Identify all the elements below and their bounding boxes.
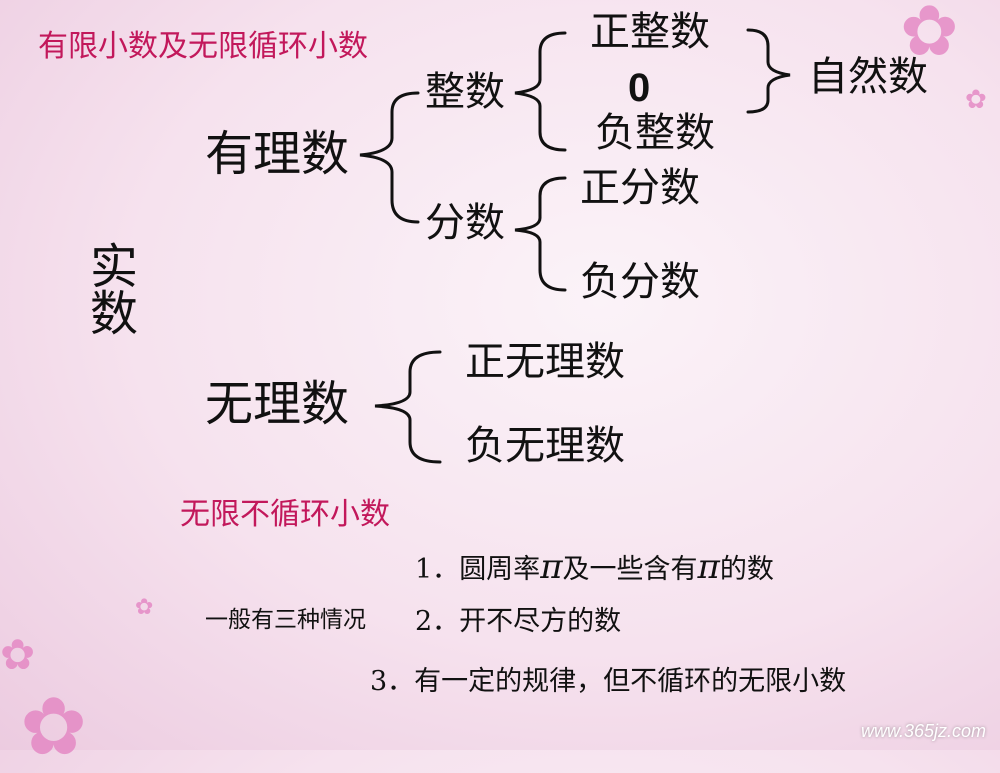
cases-intro: 一般有三种情况 [205, 607, 366, 633]
rational-brace [359, 91, 420, 224]
negative-integer-label: 负整数 [595, 110, 715, 156]
positive-fraction-label: 正分数 [580, 165, 700, 211]
integer-brace [514, 31, 567, 152]
real-number-label-1: 实 [90, 239, 139, 295]
heading-non-repeating-decimals: 无限不循环小数 [180, 497, 390, 532]
case-3: 3．有一定的规律，但不循环的无限小数 [370, 666, 847, 697]
real-number-label-2: 数 [90, 286, 139, 342]
natural-number-label: 自然数 [808, 54, 928, 100]
fraction-label: 分数 [425, 200, 505, 246]
case-1-number: 1． [415, 554, 460, 585]
bracket-lines [359, 28, 791, 464]
heading-finite-decimals: 有限小数及无限循环小数 [38, 29, 368, 64]
negative-fraction-label: 负分数 [580, 259, 700, 305]
zero-label: 0 [628, 66, 651, 110]
flower-decoration-left: ✿ [135, 595, 154, 620]
case-1: 1．圆周率π及一些含有π的数 [415, 550, 774, 584]
flower-decoration-top-right: ✿ [900, 0, 959, 72]
negative-irrational-label: 负无理数 [465, 423, 625, 469]
case-2: 2．开不尽方的数 [415, 606, 622, 637]
pi-symbol: π [540, 547, 563, 587]
fraction-brace [514, 176, 567, 292]
irrational-label: 无理数 [205, 376, 350, 432]
case-1-text-c: 的数 [719, 554, 774, 585]
natural-brace [746, 28, 791, 114]
flower-decoration-bottom-left: ✿ [0, 630, 36, 679]
irrational-brace [374, 350, 442, 464]
pi-symbol-2: π [697, 547, 720, 587]
watermark: www.365jz.com [860, 721, 986, 741]
integer-label: 整数 [425, 69, 505, 115]
flower-decoration-right: ✿ [965, 85, 987, 115]
positive-integer-label: 正整数 [590, 9, 710, 55]
case-1-text-a: 圆周率 [459, 554, 541, 585]
rational-label: 有理数 [205, 126, 350, 182]
positive-irrational-label: 正无理数 [465, 339, 625, 385]
case-1-text-b: 及一些含有 [562, 554, 698, 585]
